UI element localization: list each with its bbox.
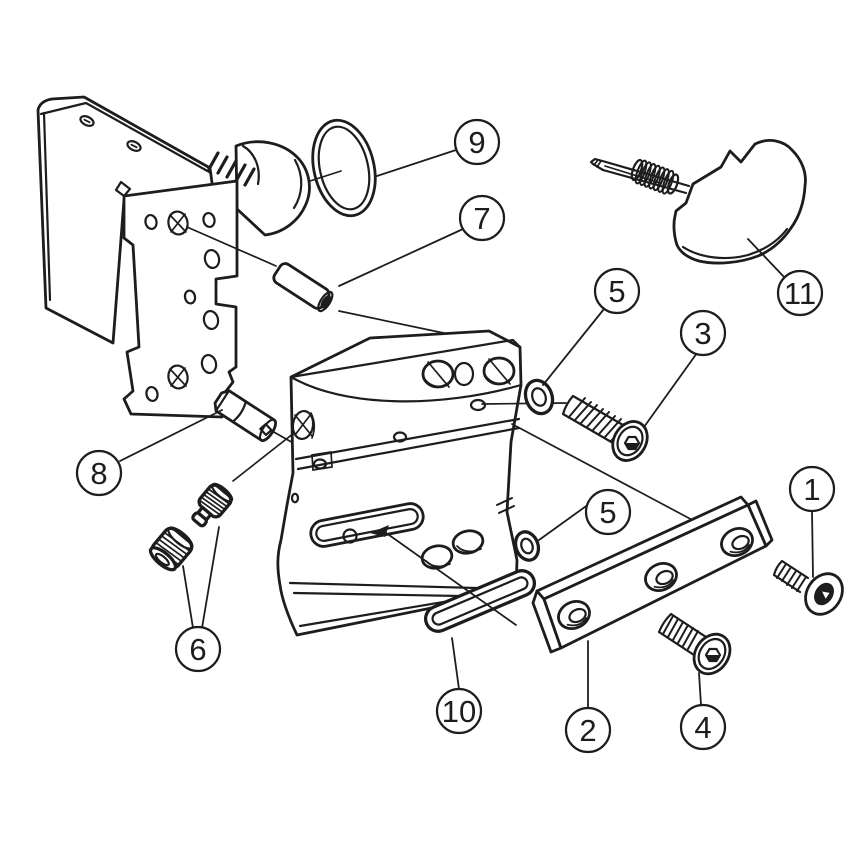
spline-boss xyxy=(207,140,311,237)
callout-balloon-5 xyxy=(584,488,632,536)
callout-number-1: 1 xyxy=(803,472,820,507)
callout-number-10: 10 xyxy=(442,694,476,729)
callout-balloon-5 xyxy=(593,267,641,315)
callout-balloon-3 xyxy=(679,309,727,357)
key-shaft xyxy=(589,157,691,195)
leader-line-6 xyxy=(201,526,220,629)
leader-line-10 xyxy=(451,637,460,690)
leader-line-3 xyxy=(643,352,698,428)
tool-body xyxy=(276,329,523,637)
leader-line-4 xyxy=(698,672,702,706)
callout-balloon-7 xyxy=(458,194,506,242)
o-ring xyxy=(311,118,377,218)
body-top-holes xyxy=(421,356,516,412)
bar-hole xyxy=(720,527,754,557)
plate-holes xyxy=(144,210,221,403)
callout-balloon-11 xyxy=(776,269,824,317)
leader-line-11 xyxy=(747,238,786,279)
callout-balloon-10 xyxy=(435,687,483,735)
body-slot xyxy=(309,502,425,548)
knurled-set-screw-lower xyxy=(148,526,194,572)
bar-hole xyxy=(644,562,678,592)
slot-seal xyxy=(423,569,537,633)
leader-line-6 xyxy=(182,565,194,629)
callout-number-5: 5 xyxy=(599,495,616,530)
washer-upper xyxy=(523,378,555,416)
leader-line-9 xyxy=(376,149,457,177)
body-side-hole xyxy=(291,409,316,441)
callout-number-9: 9 xyxy=(468,125,485,160)
body-face-holes xyxy=(290,431,408,504)
mounting-bracket-plate xyxy=(36,95,220,345)
callout-number-5: 5 xyxy=(608,274,625,309)
body-lower-holes xyxy=(420,497,515,570)
callout-balloon-6 xyxy=(174,625,222,673)
callout-balloon-8 xyxy=(75,449,123,497)
callout-number-8: 8 xyxy=(90,456,107,491)
callout-number-4: 4 xyxy=(694,710,711,745)
countersunk-screw-1 xyxy=(772,559,844,616)
cap-screw-3 xyxy=(561,394,649,462)
locator-bushing xyxy=(213,389,277,442)
callout-balloon-2 xyxy=(564,706,612,754)
washer-lower xyxy=(513,530,541,562)
cap-screw-4 xyxy=(657,612,732,676)
seal-pointer-arrow xyxy=(370,525,517,626)
callout-number-2: 2 xyxy=(579,713,596,748)
key-thread-coil xyxy=(630,158,680,195)
bar-hole xyxy=(557,600,591,630)
leader-line-1 xyxy=(811,510,814,578)
callout-number-6: 6 xyxy=(189,632,206,667)
spline-teeth xyxy=(207,151,256,187)
knurled-set-screw-upper xyxy=(191,482,234,528)
key-tip xyxy=(589,157,608,172)
leader-line-5 xyxy=(538,503,590,541)
callout-number-11: 11 xyxy=(784,276,816,311)
cylindrical-pin xyxy=(272,262,334,313)
callouts-layer: 1 2 3 4 5 5 6 7 8 9 10 11 xyxy=(75,118,836,754)
torx-key-handle xyxy=(589,139,807,265)
leader-line-5 xyxy=(542,308,605,386)
bracket-face-plate xyxy=(114,179,239,419)
clamp-bar xyxy=(531,495,774,654)
callout-number-7: 7 xyxy=(473,201,490,236)
boss-axis-line xyxy=(309,170,342,182)
callout-balloon-4 xyxy=(679,703,727,751)
callout-balloon-9 xyxy=(453,118,501,166)
leader-line-7 xyxy=(338,228,464,287)
leader-line-8 xyxy=(119,409,223,462)
callout-number-3: 3 xyxy=(694,316,711,351)
callout-balloon-1 xyxy=(788,465,836,513)
